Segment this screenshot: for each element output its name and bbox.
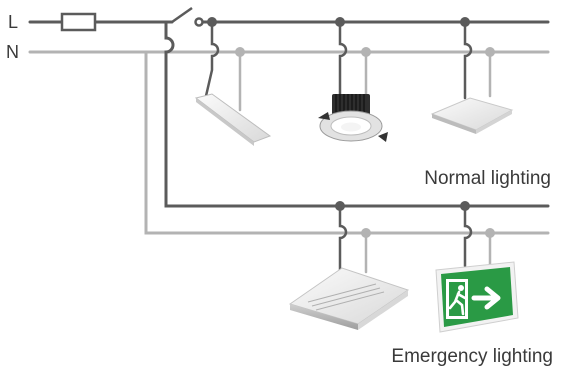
panel-luminaire <box>430 97 514 134</box>
emergency-branch-2 <box>460 201 495 268</box>
normal-branch-2 <box>335 17 371 98</box>
emergency-branch-1 <box>335 201 371 274</box>
downlight <box>318 94 388 142</box>
live-conductor <box>28 20 550 208</box>
live-label: L <box>8 12 18 32</box>
exit-sign <box>435 261 519 333</box>
arrow-right-icon <box>471 286 501 310</box>
neutral-label: N <box>6 42 19 62</box>
fuse-symbol <box>60 12 97 32</box>
linear-luminaire <box>194 93 272 146</box>
switch-symbol <box>171 6 204 27</box>
normal-branch-3 <box>460 17 495 100</box>
normal-lighting-label: Normal lighting <box>424 168 551 189</box>
normal-branch-1 <box>204 17 245 112</box>
running-man-icon <box>446 279 468 319</box>
emergency-luminaire <box>288 267 410 330</box>
emergency-lighting-label: Emergency lighting <box>391 346 553 367</box>
neutral-conductor <box>28 50 550 235</box>
